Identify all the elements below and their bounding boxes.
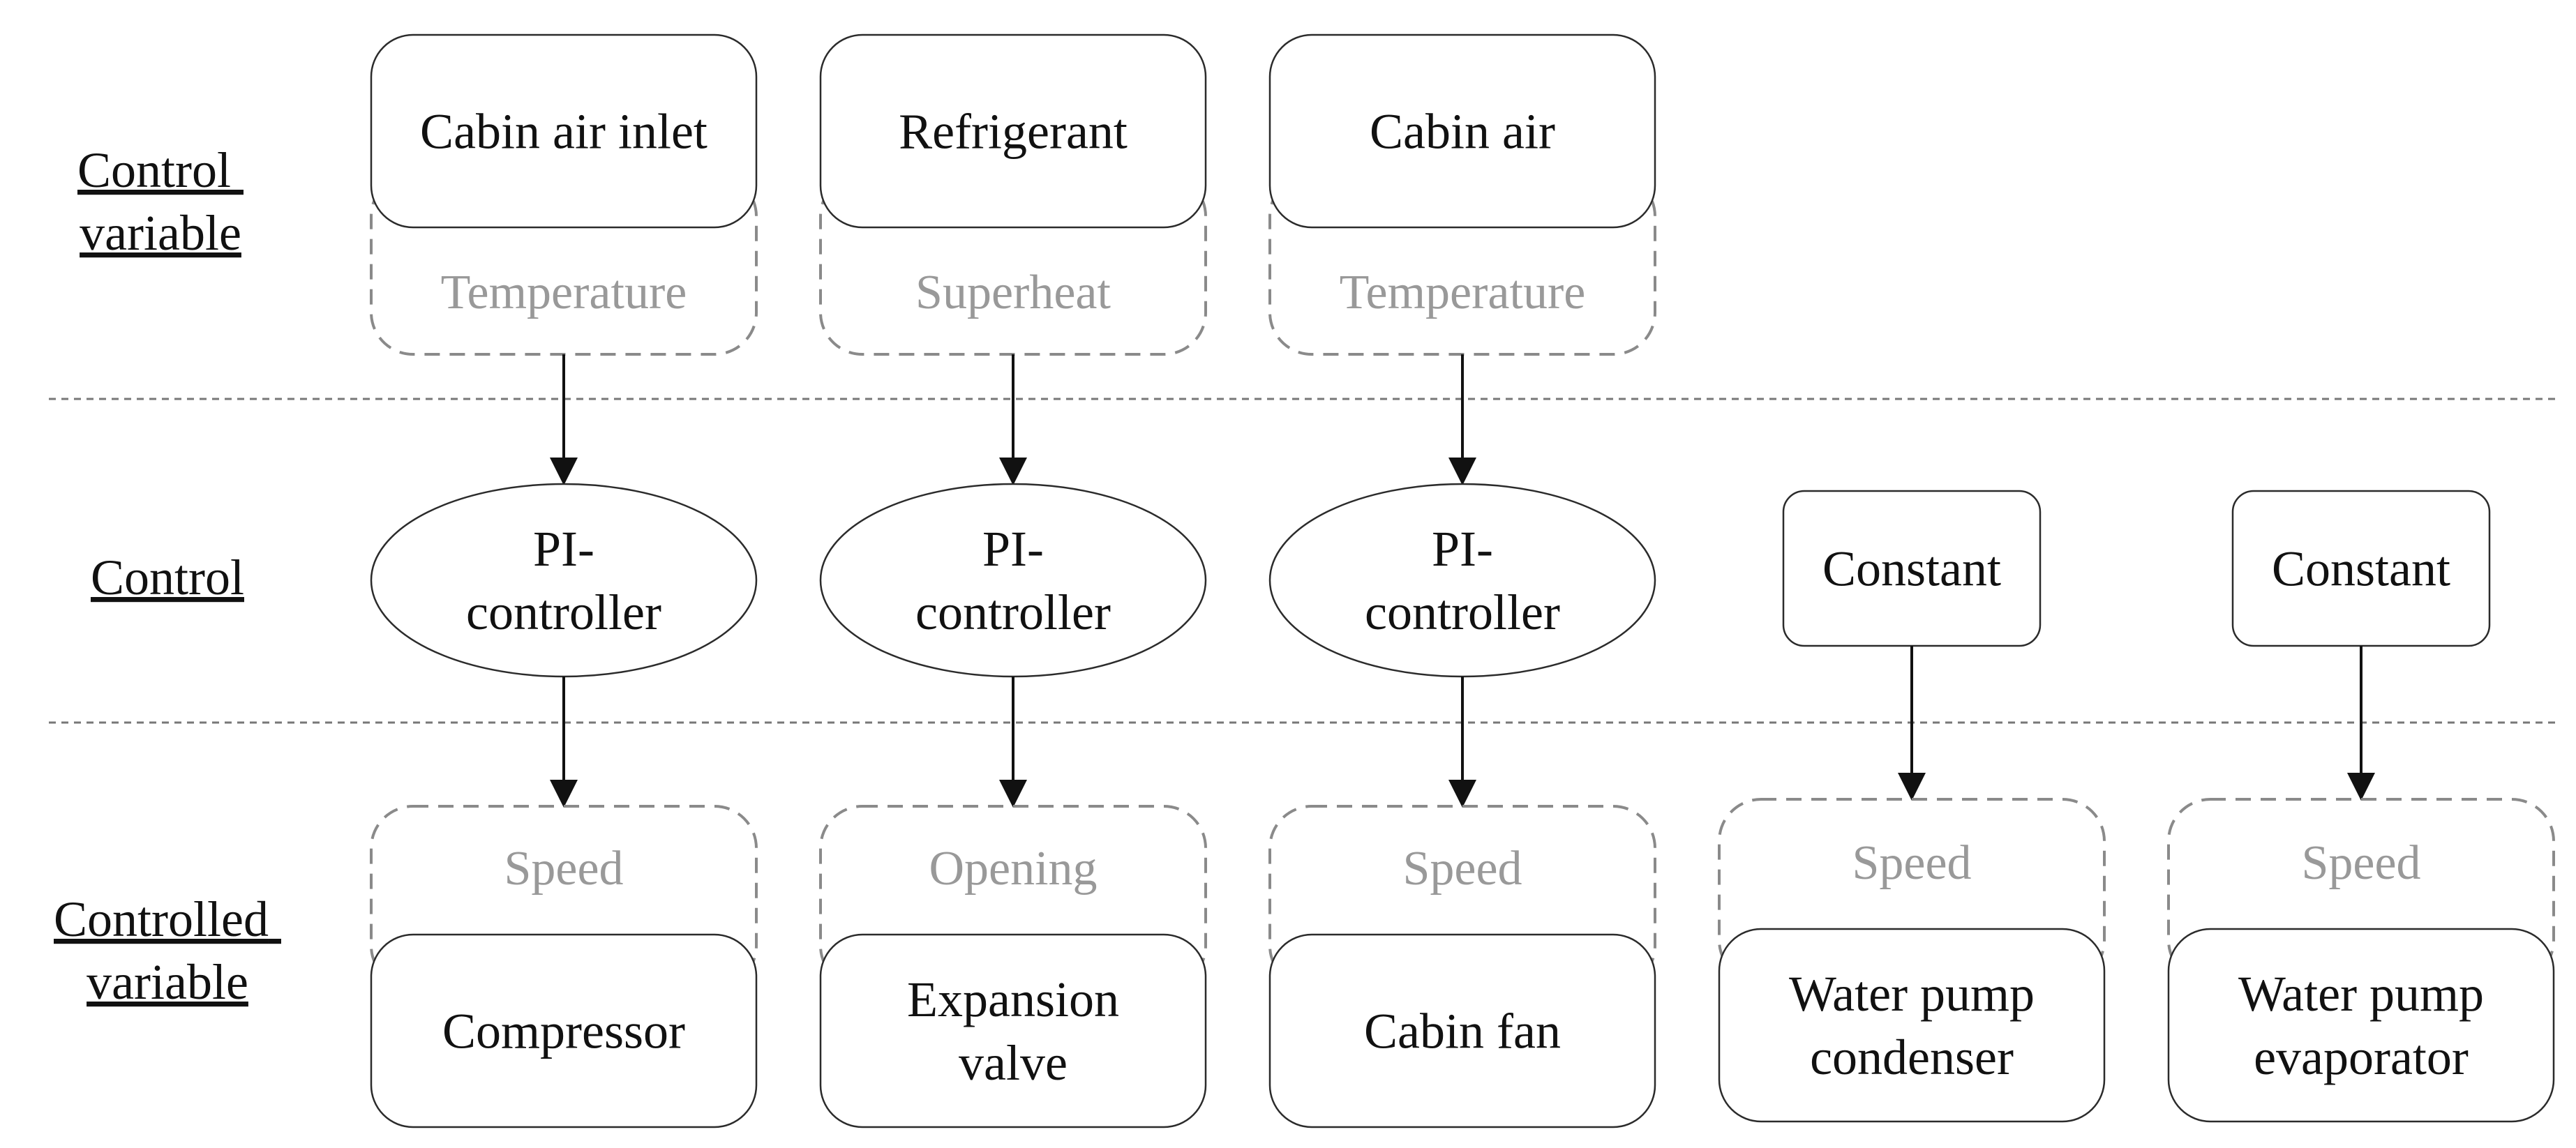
actuator-label: Water pump evaporator [2238, 966, 2484, 1085]
actuator-box [1268, 933, 1656, 1128]
actuator-property-label: Opening [929, 842, 1097, 896]
actuator-label: Compressor [442, 1003, 685, 1059]
row-label-control: Control [91, 550, 244, 605]
column-2: Superheat RefrigerantPI-controllerOpening… [819, 33, 1207, 1128]
pi-controller-label: PI-controller [915, 521, 1111, 640]
source-property-label: Superheat [915, 266, 1111, 319]
actuator-property-label: Speed [1852, 836, 1971, 890]
actuator-label-line-2: valve [959, 1035, 1068, 1091]
source-box-label: Cabin air [1370, 103, 1555, 159]
pi-controller-node [370, 483, 758, 678]
actuator-label-line-1: Cabin fan [1364, 1003, 1561, 1059]
pi-controller-node [1268, 483, 1656, 678]
constant-label: Constant [2272, 541, 2450, 596]
pi-controller-label: PI-controller [1365, 521, 1560, 640]
source-box-label: Refrigerant [899, 103, 1128, 159]
row-label-controlled-variable-line-2: variable [87, 954, 248, 1010]
actuator-label-line-1: Water pump [2238, 966, 2484, 1022]
source-box [370, 33, 758, 229]
source-box [1268, 33, 1656, 229]
pi-controller-label-line-2: controller [466, 584, 661, 640]
actuator-label-line-2: condenser [1810, 1029, 2014, 1085]
source-property-label: Temperature [1340, 266, 1586, 319]
row-label-controlled-variable: Controlled variable [54, 891, 281, 1010]
row-label-controlled-variable-line-1: Controlled [54, 891, 269, 947]
actuator-label: Water pump condenser [1789, 966, 2035, 1085]
actuator-label-line-2: evaporator [2254, 1029, 2469, 1085]
source-property-label: Temperature [441, 266, 687, 319]
actuator-box [1718, 928, 2106, 1123]
pi-controller-label-line-2: controller [915, 584, 1111, 640]
row-label-control-variable: Control variable [77, 142, 244, 261]
constant-label-line-1: Constant [2272, 541, 2450, 596]
source-box-label: Cabin air inlet [420, 103, 707, 159]
pi-controller-node [819, 483, 1207, 678]
actuator-label-line-1: Water pump [1789, 966, 2035, 1022]
actuator-box [2167, 928, 2555, 1123]
actuator-property-label: Speed [2301, 836, 2420, 890]
column-1: Temperature Cabin air inletPI-controllerS… [370, 33, 758, 1128]
actuator-box [370, 933, 758, 1128]
pi-controller-label-line-1: PI- [1432, 521, 1493, 577]
constant-label-line-1: Constant [1822, 541, 2001, 596]
actuator-property-label: Speed [504, 842, 623, 896]
actuator-property-label: Speed [1402, 842, 1522, 896]
actuator-box [819, 933, 1207, 1128]
row-label-control-variable-line-2: variable [80, 205, 241, 261]
pi-controller-label-line-2: controller [1365, 584, 1560, 640]
column-3: Temperature Cabin airPI-controllerSpeedCa… [1268, 33, 1656, 1128]
pi-controller-label-line-1: PI- [533, 521, 594, 577]
source-box [819, 33, 1207, 229]
row-label-control-variable-line-1: Control [77, 142, 231, 198]
actuator-label-line-1: Compressor [442, 1003, 685, 1059]
constant-label: Constant [1822, 541, 2001, 596]
actuator-label-line-1: Expansion [907, 972, 1119, 1027]
pi-controller-label-line-1: PI- [982, 521, 1044, 577]
actuator-label: Cabin fan [1364, 1003, 1561, 1059]
actuator-label: Expansion valve [907, 972, 1119, 1091]
pi-controller-label: PI-controller [466, 521, 661, 640]
